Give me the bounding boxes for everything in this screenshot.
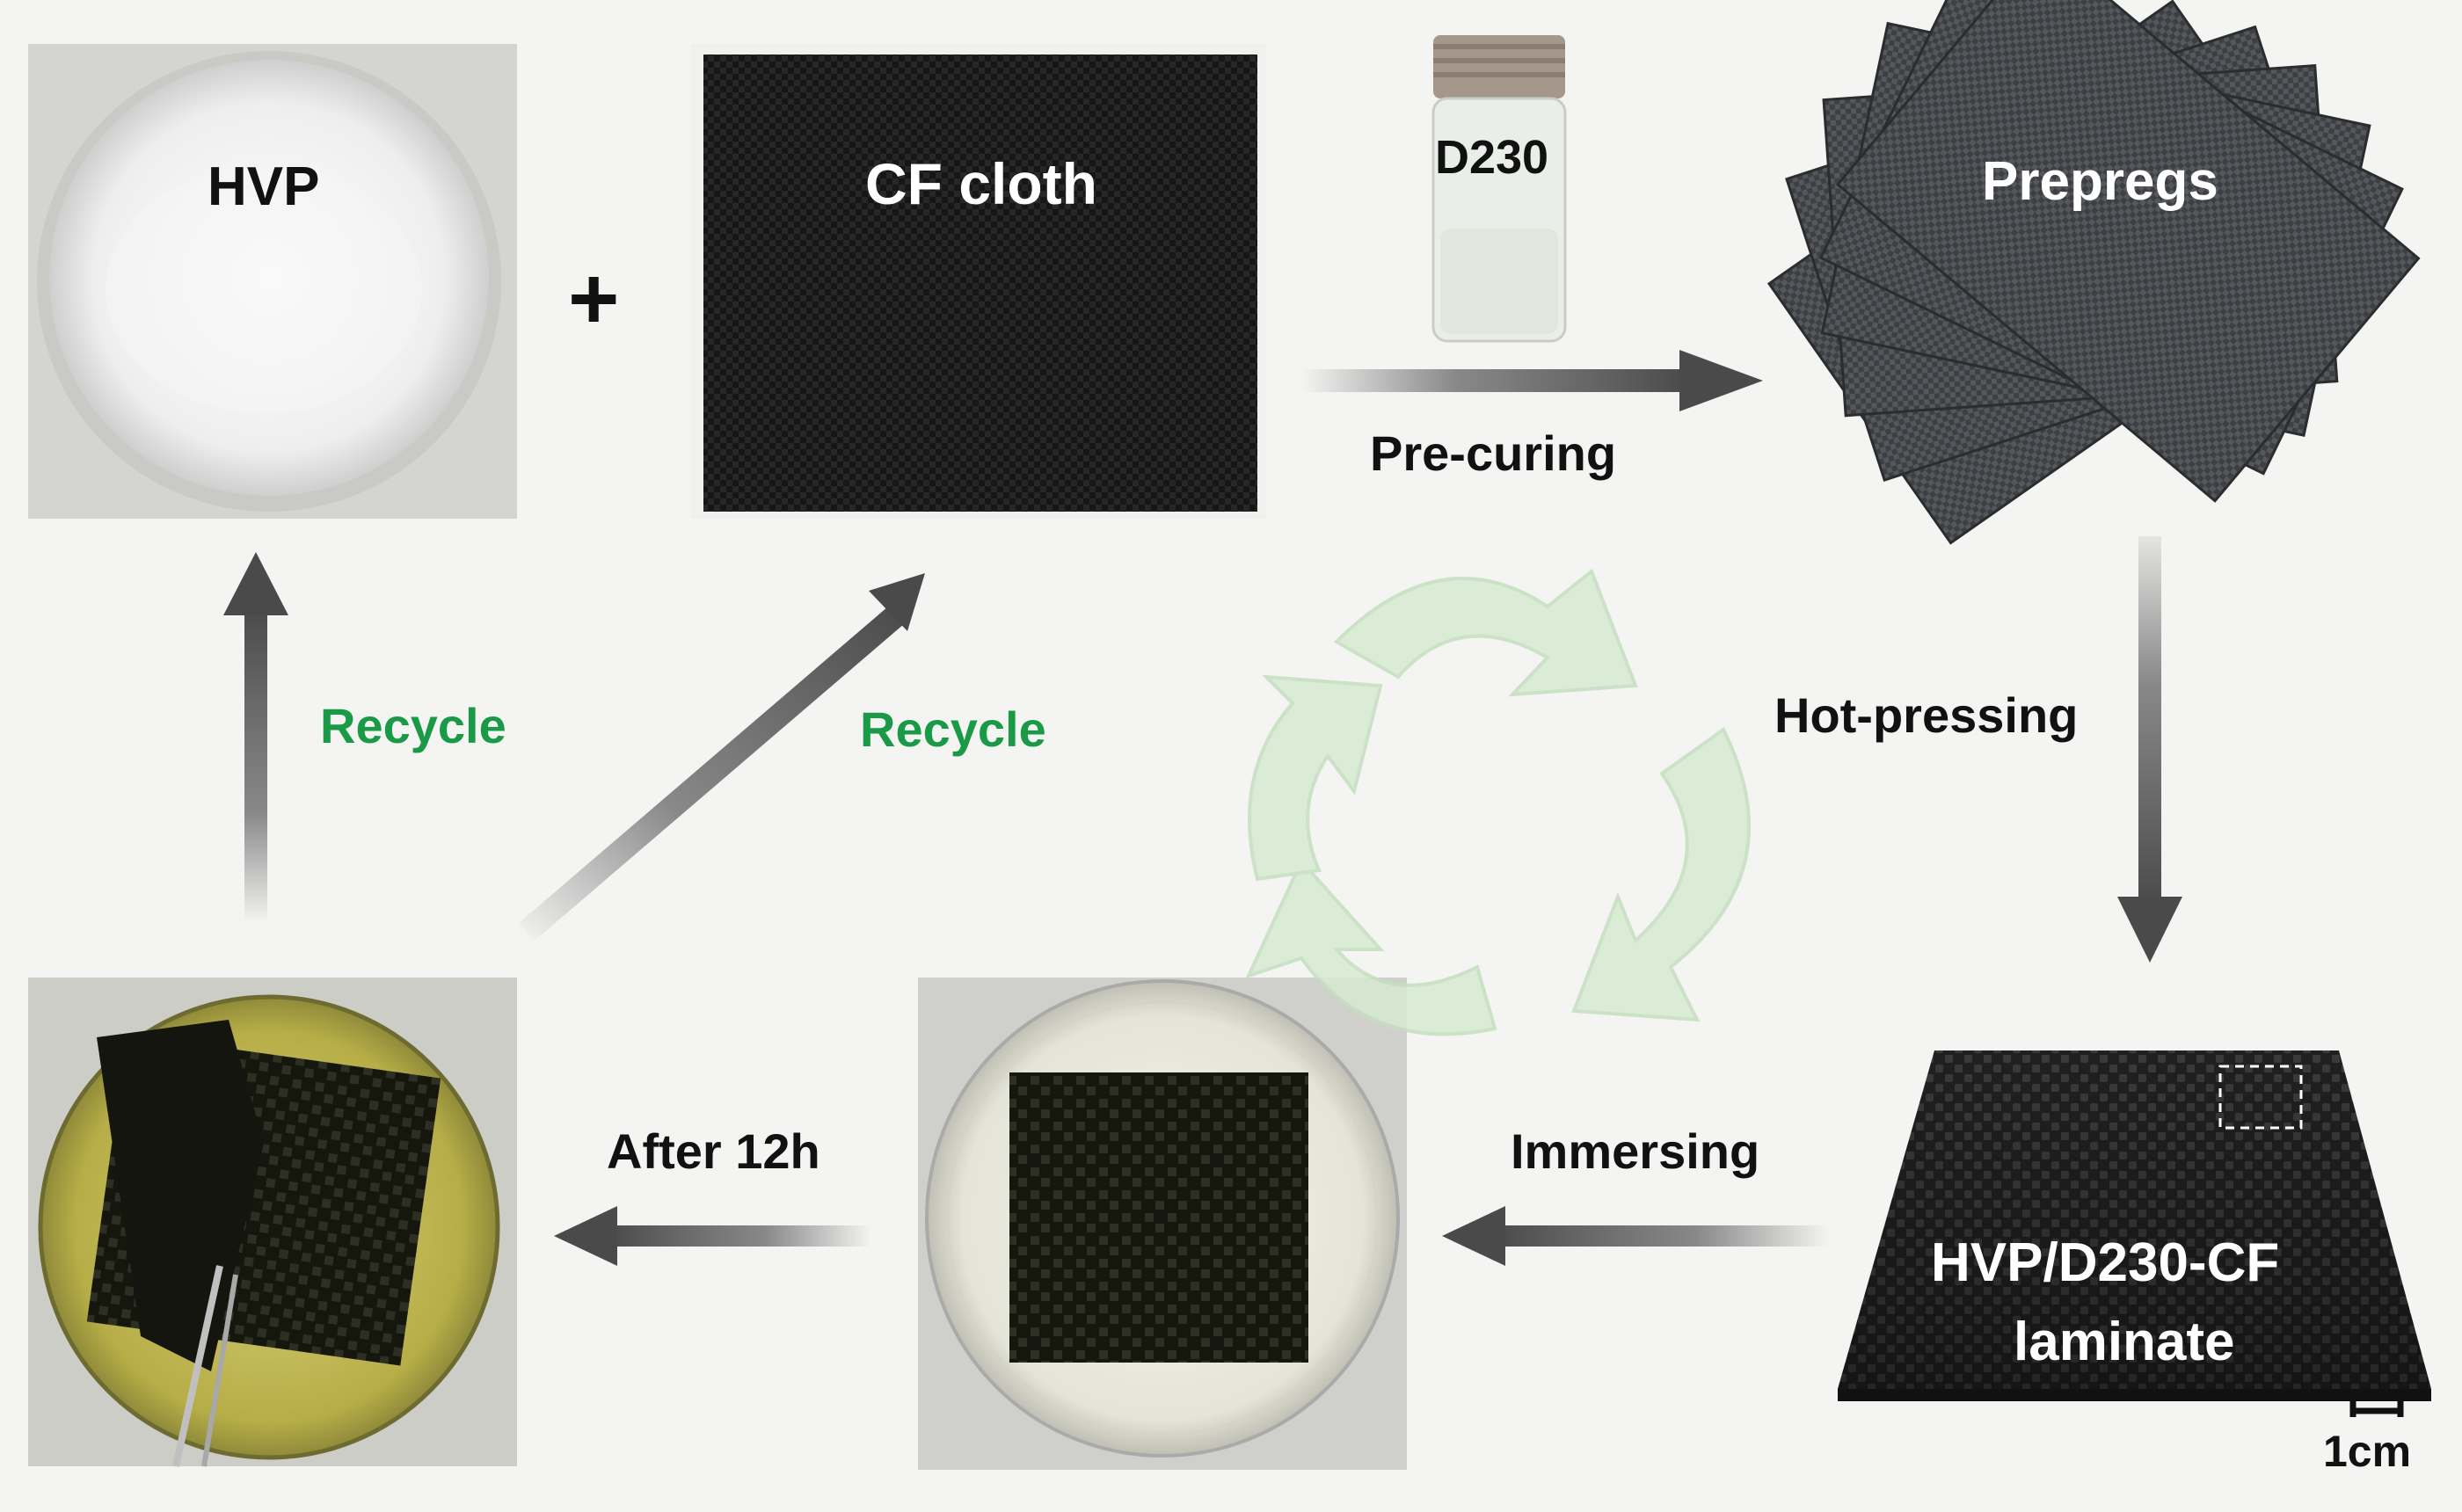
recycle-label-left: Recycle bbox=[320, 698, 506, 753]
plus-sign: + bbox=[568, 250, 620, 348]
hvp-powder-photo bbox=[28, 44, 517, 519]
hvp-label: HVP bbox=[208, 156, 320, 217]
immersing-label: Immersing bbox=[1511, 1123, 1760, 1179]
arrow-hot-pressing bbox=[2117, 536, 2182, 963]
hot-pressing-label: Hot-pressing bbox=[1774, 687, 2079, 743]
recycle-symbol bbox=[1245, 568, 1752, 1036]
scale-bar-label: 1cm bbox=[2323, 1427, 2412, 1476]
arrow-recycle-diagonal bbox=[519, 573, 925, 941]
zoom-region-box bbox=[2218, 1065, 2303, 1130]
prepregs-photo bbox=[1766, 0, 2421, 545]
degraded-laminate-dish-photo bbox=[28, 978, 517, 1467]
pre-curing-label: Pre-curing bbox=[1370, 425, 1617, 481]
arrow-pre-curing bbox=[1301, 350, 1763, 411]
recycle-label-middle: Recycle bbox=[860, 701, 1046, 757]
recovered-cf-dish-photo bbox=[918, 978, 1407, 1470]
cf-cloth-label: CF cloth bbox=[865, 151, 1097, 216]
prepregs-label: Prepregs bbox=[1982, 151, 2218, 212]
laminate-label-line2: laminate bbox=[2014, 1312, 2235, 1372]
cf-cloth-photo bbox=[691, 44, 1266, 519]
arrow-immersing bbox=[1442, 1206, 1829, 1266]
arrow-after-12h bbox=[554, 1206, 870, 1266]
d230-vial-photo bbox=[1431, 35, 1567, 343]
laminate-label-line1: HVP/D230-CF bbox=[1931, 1232, 2280, 1293]
scale-bar bbox=[2349, 1399, 2404, 1417]
laminate-photo bbox=[1838, 1050, 2431, 1401]
d230-label: D230 bbox=[1435, 131, 1549, 184]
after-12h-label: After 12h bbox=[607, 1123, 820, 1179]
arrow-recycle-up bbox=[223, 552, 288, 923]
